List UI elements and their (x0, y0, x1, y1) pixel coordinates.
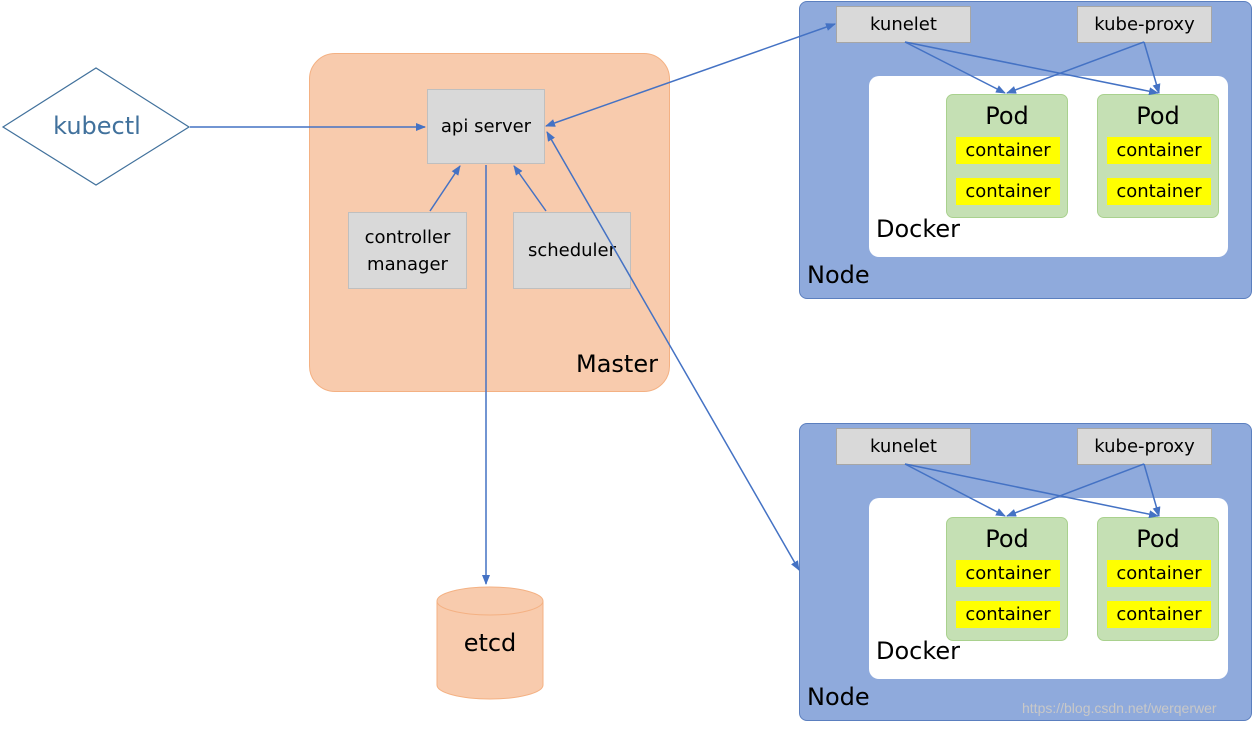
node-label-1: Node (807, 261, 870, 289)
pod-box-2-1: Pod container container (946, 517, 1068, 641)
kunelet-label-1: kunelet (870, 14, 937, 35)
pod-label: Pod (1136, 102, 1180, 130)
kube-proxy-label-2: kube-proxy (1094, 436, 1195, 457)
node-box-2: Node Docker kunelet kube-proxy Pod conta… (799, 423, 1252, 721)
controller-manager-box: controller manager (348, 212, 467, 289)
kunelet-label-2: kunelet (870, 436, 937, 457)
arrow-scheduler-to-api-server (513, 165, 547, 212)
container-box: container (1107, 178, 1211, 205)
container-box: container (956, 601, 1060, 628)
etcd-cylinder: etcd (436, 586, 544, 700)
pod-label: Pod (1136, 525, 1180, 553)
arrow-kube-proxy-to-pod-1-1 (1006, 41, 1145, 94)
container-box: container (1107, 601, 1211, 628)
arrow-kunelet-to-pod-2-1 (904, 463, 1006, 517)
arrow-kunelet-to-pod-1-2 (904, 41, 1159, 96)
container-box: container (956, 178, 1060, 205)
arrow-api-server-kunelet-1 (545, 23, 836, 127)
controller-manager-label-line-1: controller (364, 226, 451, 248)
arrow-kube-proxy-to-pod-2-1 (1006, 463, 1145, 517)
arrow-kube-proxy-to-pod-2-2 (1143, 463, 1161, 517)
api-server-label: api server (440, 116, 532, 137)
kubectl-label: kubectl (53, 112, 141, 140)
api-server-box: api server (427, 89, 545, 164)
container-box: container (956, 560, 1060, 587)
docker-label-2: Docker (876, 637, 961, 665)
container-box: container (1107, 560, 1211, 587)
container-box: container (1107, 137, 1211, 164)
pod-box-2-2: Pod container container (1097, 517, 1219, 641)
pod-label: Pod (985, 102, 1029, 130)
pod-box-1-2: Pod container container (1097, 94, 1219, 218)
kube-proxy-label-1: kube-proxy (1094, 14, 1195, 35)
arrow-kunelet-to-pod-2-2 (904, 463, 1159, 519)
kube-proxy-box-1: kube-proxy (1077, 6, 1212, 43)
node-label-2: Node (807, 683, 870, 711)
kubectl-shape: kubectl (1, 67, 191, 186)
pod-label: Pod (985, 525, 1029, 553)
etcd-label: etcd (464, 629, 517, 657)
arrow-controller-to-api-server (429, 165, 461, 212)
kunelet-box-2: kunelet (836, 428, 971, 465)
pod-box-1-1: Pod container container (946, 94, 1068, 218)
kunelet-box-1: kunelet (836, 6, 971, 43)
node-box-1: Node Docker kunelet kube-proxy Pod conta… (799, 1, 1252, 299)
controller-manager-label-line-2: manager (367, 253, 448, 275)
arrow-kunelet-to-pod-1-1 (904, 41, 1006, 94)
watermark: https://blog.csdn.net/werqerwer (1022, 700, 1217, 716)
docker-label-1: Docker (876, 215, 961, 243)
container-box: container (956, 137, 1060, 164)
arrow-api-server-node-2 (546, 131, 800, 571)
arrow-kube-proxy-to-pod-1-2 (1143, 41, 1161, 94)
